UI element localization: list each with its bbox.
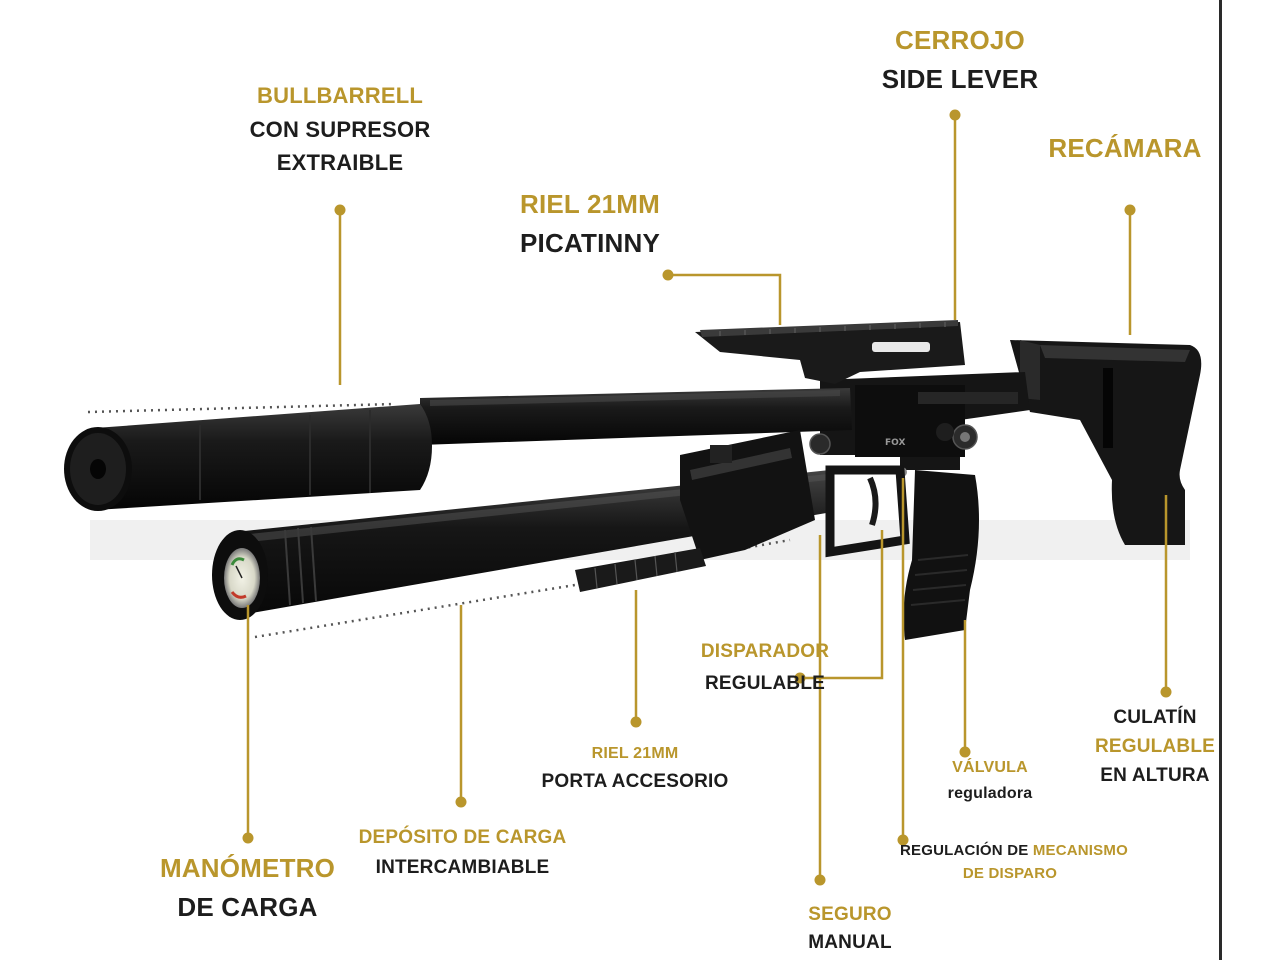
foregrip-mount <box>680 430 815 560</box>
callout-seguro-line1: MANUAL <box>808 931 892 953</box>
callout-recamara-title: RECÁMARA <box>1048 133 1202 163</box>
callout-recamara: RECÁMARA <box>1040 132 1210 165</box>
callout-regulacion-line2: DE DISPARO <box>962 864 1058 882</box>
callout-riel-picatinny-title: RIEL 21MM <box>519 189 660 219</box>
callout-manometro: MANÓMETRO DE CARGA <box>150 852 345 923</box>
bull-barrel <box>420 388 852 445</box>
callout-regulacion-line1: REGULACIÓN DE MECANISMO <box>900 842 1128 861</box>
callout-culatin-line1: CULATÍN <box>1113 707 1197 728</box>
leader-lines <box>246 115 1168 880</box>
callout-manometro-line1: DE CARGA <box>177 891 318 922</box>
callout-cerrojo: CERROJO SIDE LEVER <box>860 24 1060 95</box>
callout-riel-accesorio-line1: PORTA ACCESORIO <box>541 771 729 792</box>
callout-regulacion-gold: MECANISMO <box>1032 842 1128 859</box>
callout-valvula-line1: reguladora <box>947 785 1033 802</box>
callout-cerrojo-title: CERROJO <box>895 25 1025 55</box>
callout-deposito: DEPÓSITO DE CARGA INTERCAMBIABLE <box>355 826 570 880</box>
callout-disparador: DISPARADOR REGULABLE <box>665 640 865 696</box>
callout-riel-picatinny: RIEL 21MM PICATINNY <box>490 188 690 259</box>
callout-culatin: CULATÍN REGULABLE EN ALTURA <box>1090 706 1220 787</box>
callout-bullbarrell-line1: CON SUPRESOR <box>249 116 431 142</box>
callout-seguro-title: SEGURO <box>808 904 892 925</box>
leader-dots <box>242 109 1172 886</box>
lower-accessory-rail <box>575 548 706 592</box>
callout-bullbarrell: BULLBARRELL CON SUPRESOR EXTRAIBLE <box>215 82 465 177</box>
callout-bullbarrell-title: BULLBARRELL <box>257 83 423 108</box>
callout-regulacion: REGULACIÓN DE MECANISMO DE DISPARO <box>900 842 1128 884</box>
callout-deposito-line1: INTERCAMBIABLE <box>375 856 550 878</box>
rifle-receiver: FOX <box>809 372 1030 477</box>
callout-disparador-line1: REGULABLE <box>704 672 826 694</box>
callout-riel-picatinny-line1: PICATINNY <box>520 227 660 258</box>
callout-culatin-title: REGULABLE <box>1094 735 1216 757</box>
callout-disparador-title: DISPARADOR <box>700 641 830 662</box>
manometer-gauge <box>212 530 268 620</box>
callout-regulacion-dark: REGULACIÓN DE <box>900 842 1033 859</box>
callout-bullbarrell-line2: EXTRAIBLE <box>276 150 404 175</box>
callout-seguro: SEGURO MANUAL <box>785 903 915 955</box>
brand-mark: FOX <box>885 438 905 448</box>
suppressor <box>64 404 432 511</box>
callout-riel-accesorio: RIEL 21MM PORTA ACCESORIO <box>535 744 735 794</box>
callout-valvula-title: VÁLVULA <box>952 759 1028 776</box>
callout-riel-accesorio-title: RIEL 21MM <box>591 745 679 762</box>
callout-valvula: VÁLVULA reguladora <box>935 758 1045 804</box>
callout-manometro-title: MANÓMETRO <box>159 853 336 883</box>
rifle-stock <box>1010 340 1202 545</box>
pistol-grip <box>903 470 979 640</box>
callout-culatin-line2: EN ALTURA <box>1100 764 1210 786</box>
trigger-assembly <box>825 465 910 558</box>
top-rail <box>695 320 965 384</box>
callout-deposito-title: DEPÓSITO DE CARGA <box>358 827 567 848</box>
right-border-line <box>1219 0 1222 960</box>
callout-cerrojo-line1: SIDE LEVER <box>881 63 1039 94</box>
